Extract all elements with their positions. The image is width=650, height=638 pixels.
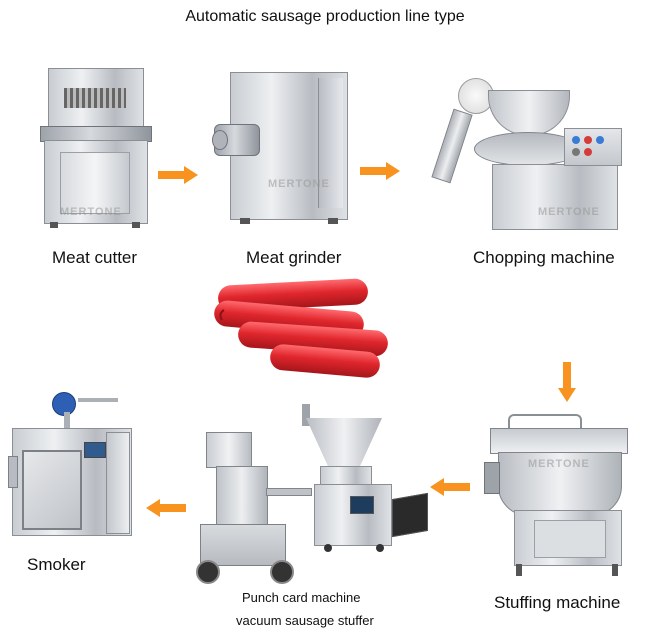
label-vacuum-sausage-stuffer: vacuum sausage stuffer	[236, 613, 374, 628]
arrow-left-icon	[146, 499, 186, 517]
arrow-left-icon	[430, 478, 470, 496]
watermark: MERTONE	[60, 206, 122, 218]
sausages-image	[214, 278, 388, 378]
watermark: MERTONE	[538, 206, 600, 218]
label-meat-cutter: Meat cutter	[52, 248, 138, 267]
smoker-image	[8, 392, 132, 540]
punch-card-machine-image	[186, 412, 312, 584]
vacuum-sausage-stuffer-image	[296, 404, 428, 554]
chopping-machine-image	[412, 70, 632, 232]
label-meat-grinder: Meat grinder	[246, 248, 342, 267]
watermark: MERTONE	[528, 458, 590, 470]
label-chopping-machine: Chopping machine	[473, 248, 615, 267]
label-stuffing-machine: Stuffing machine	[494, 593, 621, 612]
meat-grinder-image	[212, 72, 352, 224]
meat-cutter-image	[40, 68, 152, 228]
label-punch-card-machine: Punch card machine	[242, 590, 361, 605]
stuffing-machine-image	[484, 414, 634, 576]
arrow-right-icon	[158, 166, 198, 184]
arrow-right-icon	[360, 162, 400, 180]
watermark: MERTONE	[268, 178, 330, 190]
arrow-down-icon	[558, 362, 576, 402]
diagram-title: Automatic sausage production line type	[185, 8, 465, 25]
label-smoker: Smoker	[27, 555, 86, 574]
